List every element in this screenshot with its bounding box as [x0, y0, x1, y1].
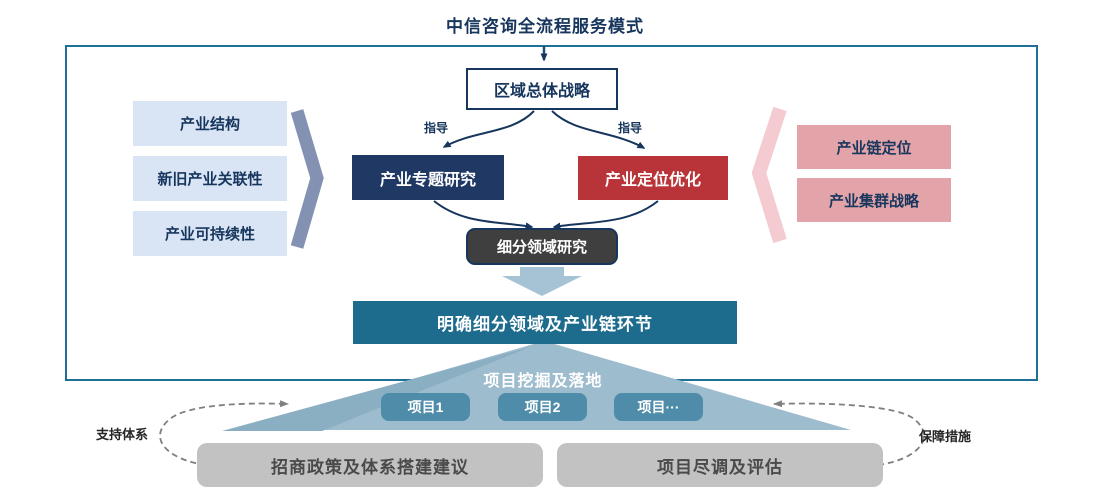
topic-research-label: 产业专题研究: [379, 171, 476, 189]
clarify-box: 明确细分领域及产业链环节: [353, 301, 737, 344]
support-system-label: 支持体系: [96, 427, 149, 442]
factor-box-chain-positioning: 产业链定位: [797, 125, 951, 169]
diagram-title: 中信咨询全流程服务模式: [446, 17, 644, 36]
segment-research-box: 细分领域研究: [466, 228, 618, 265]
factor-label: 产业可持续性: [164, 226, 255, 243]
factor-box-cluster-strategy: 产业集群战略: [797, 178, 951, 222]
topic-research-box: 产业专题研究: [352, 155, 504, 200]
clarify-label: 明确细分领域及产业链环节: [437, 315, 653, 334]
strategy-box: 区域总体战略: [466, 68, 618, 110]
factor-box-industry-structure: 产业结构: [133, 101, 287, 146]
project-label: 项目1: [407, 399, 444, 415]
policy-system-label: 招商政策及体系搭建建议: [271, 457, 469, 477]
project-mining-label: 项目挖掘及落地: [483, 373, 603, 390]
factor-label: 产业链定位: [836, 139, 912, 157]
project-label: 项目···: [637, 399, 680, 415]
policy-system-box: 招商政策及体系搭建建议: [197, 443, 543, 487]
strategy-label: 区域总体战略: [493, 83, 590, 100]
project-box-1: 项目1: [381, 393, 470, 421]
factor-label: 产业结构: [179, 116, 240, 133]
factor-box-industry-relation: 新旧产业关联性: [133, 156, 287, 201]
positioning-box: 产业定位优化: [578, 156, 728, 200]
guide-label-left: 指导: [424, 121, 449, 135]
due-diligence-label: 项目尽调及评估: [657, 457, 783, 477]
project-box-2: 项目2: [498, 393, 587, 421]
guide-label-right: 指导: [618, 121, 643, 135]
project-box-more: 项目···: [614, 393, 703, 421]
project-label: 项目2: [524, 399, 561, 415]
factor-label: 新旧产业关联性: [157, 171, 263, 188]
factor-label: 产业集群战略: [828, 192, 919, 210]
due-diligence-box: 项目尽调及评估: [557, 443, 883, 487]
positioning-label: 产业定位优化: [604, 172, 701, 189]
segment-research-label: 细分领域研究: [496, 239, 587, 256]
guarantee-measures-label: 保障措施: [919, 429, 972, 444]
factor-box-sustainability: 产业可持续性: [133, 211, 287, 256]
